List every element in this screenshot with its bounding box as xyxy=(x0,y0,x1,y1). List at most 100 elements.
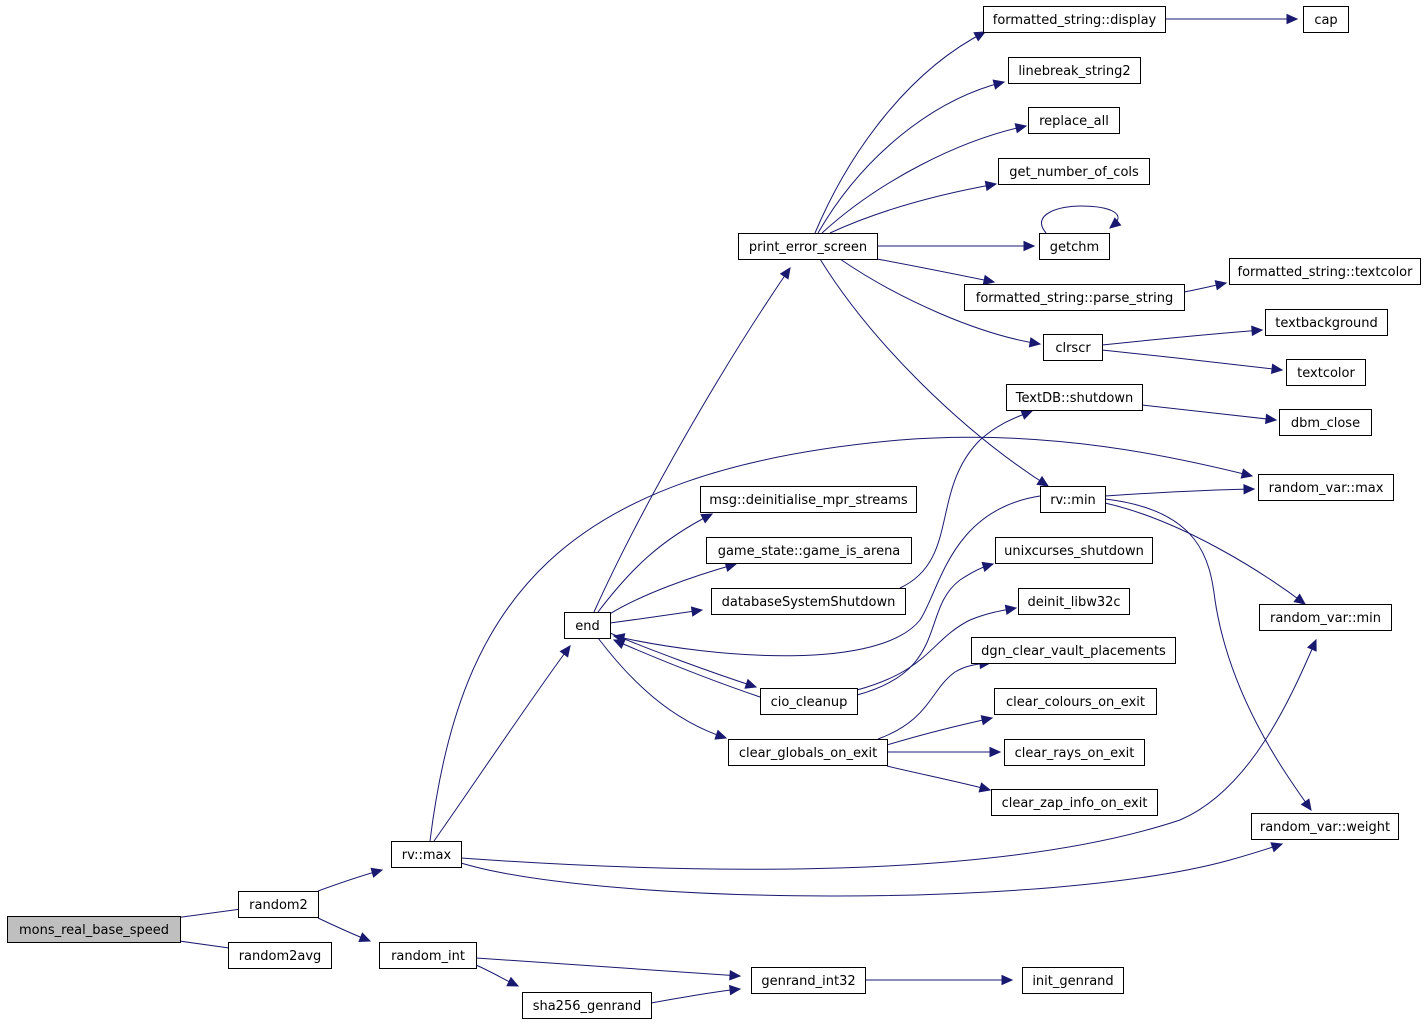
node-game-is-arena[interactable]: game_state::game_is_arena xyxy=(706,537,912,564)
node-deinit-libw32c[interactable]: deinit_libw32c xyxy=(1018,588,1130,615)
node-label: formatted_string::display xyxy=(993,13,1157,28)
node-unixcurses-shutdown[interactable]: unixcurses_shutdown xyxy=(995,537,1153,564)
node-clrscr[interactable]: clrscr xyxy=(1043,334,1103,361)
node-cio-cleanup[interactable]: cio_cleanup xyxy=(760,688,858,715)
node-box[interactable] xyxy=(991,789,1158,816)
edge-rv_min-to-end xyxy=(612,495,1041,657)
node-box[interactable] xyxy=(391,841,462,868)
edge-line xyxy=(886,717,993,746)
node-rvar-min[interactable]: random_var::min xyxy=(1259,604,1392,631)
node-clear-colours[interactable]: clear_colours_on_exit xyxy=(994,688,1157,715)
node-box[interactable] xyxy=(964,284,1185,311)
node-box[interactable] xyxy=(1006,384,1143,411)
node-box[interactable] xyxy=(994,688,1157,715)
node-box[interactable] xyxy=(1022,967,1124,994)
node-getchm[interactable]: getchm xyxy=(1039,233,1110,260)
node-mons-real-base-speed[interactable]: mons_real_base_speed xyxy=(7,916,181,943)
node-box[interactable] xyxy=(995,537,1153,564)
edge-getchm-to-getchm xyxy=(1041,205,1122,234)
node-box[interactable] xyxy=(1303,6,1349,33)
node-box[interactable] xyxy=(379,942,477,969)
arrowhead xyxy=(370,867,384,878)
node-textcolor[interactable]: textcolor xyxy=(1286,359,1366,386)
node-get-number-of-cols[interactable]: get_number_of_cols xyxy=(998,158,1150,185)
node-replace-all[interactable]: replace_all xyxy=(1028,107,1120,134)
node-rvar-weight[interactable]: random_var::weight xyxy=(1251,813,1399,840)
node-db-shutdown[interactable]: databaseSystemShutdown xyxy=(711,588,906,615)
node-box[interactable] xyxy=(728,739,888,766)
node-box[interactable] xyxy=(564,612,611,639)
edge-fs_parse_string-to-fs_textcolor xyxy=(1183,280,1228,293)
node-init-genrand[interactable]: init_genrand xyxy=(1022,967,1124,994)
node-textbackground[interactable]: textbackground xyxy=(1265,309,1388,336)
node-box[interactable] xyxy=(1279,409,1372,436)
node-end[interactable]: end xyxy=(564,612,611,639)
node-fs-textcolor[interactable]: formatted_string::textcolor xyxy=(1229,258,1421,285)
edge-rv_max-to-rvar_weight xyxy=(460,842,1284,897)
node-label: clrscr xyxy=(1055,341,1091,356)
node-random-int[interactable]: random_int xyxy=(379,942,477,969)
node-box[interactable] xyxy=(1018,588,1130,615)
node-box[interactable] xyxy=(1043,334,1103,361)
node-msg-deinit[interactable]: msg::deinitialise_mpr_streams xyxy=(700,486,917,513)
node-rv-min[interactable]: rv::min xyxy=(1040,486,1106,513)
node-box[interactable] xyxy=(983,6,1166,33)
node-clear-zap[interactable]: clear_zap_info_on_exit xyxy=(991,789,1158,816)
node-fs-parse-string[interactable]: formatted_string::parse_string xyxy=(964,284,1185,311)
edge-line xyxy=(460,639,1317,870)
node-box[interactable] xyxy=(1008,57,1141,84)
node-box[interactable] xyxy=(700,486,917,513)
node-genrand-int32[interactable]: genrand_int32 xyxy=(751,967,866,994)
edge-cio_cleanup-to-end xyxy=(612,639,761,698)
node-sha256-genrand[interactable]: sha256_genrand xyxy=(522,992,652,1019)
node-box[interactable] xyxy=(1265,309,1388,336)
node-box[interactable] xyxy=(1040,486,1106,513)
node-print-error-screen[interactable]: print_error_screen xyxy=(738,233,878,260)
node-box[interactable] xyxy=(1004,739,1145,766)
node-clear-globals[interactable]: clear_globals_on_exit xyxy=(728,739,888,766)
edge-line xyxy=(877,662,991,740)
arrowhead xyxy=(779,266,791,280)
arrowhead xyxy=(1251,325,1264,337)
node-box[interactable] xyxy=(711,588,906,615)
edge-print_error_screen-to-linebreak_string2 xyxy=(817,79,1006,234)
node-label: clear_zap_info_on_exit xyxy=(1002,796,1148,811)
node-dgn-clear[interactable]: dgn_clear_vault_placements xyxy=(971,637,1176,664)
node-random2[interactable]: random2 xyxy=(238,891,319,918)
node-box[interactable] xyxy=(1259,604,1392,631)
arrowhead xyxy=(714,729,728,740)
arrowhead xyxy=(744,678,758,689)
node-box[interactable] xyxy=(1028,107,1120,134)
node-label: clear_colours_on_exit xyxy=(1006,695,1145,710)
node-box[interactable] xyxy=(706,537,912,564)
node-box[interactable] xyxy=(998,158,1150,185)
node-random2avg[interactable]: random2avg xyxy=(228,942,332,969)
node-box[interactable] xyxy=(1286,359,1366,386)
node-linebreak-string2[interactable]: linebreak_string2 xyxy=(1008,57,1141,84)
node-label: sha256_genrand xyxy=(533,999,642,1014)
node-box[interactable] xyxy=(1229,258,1421,285)
node-box[interactable] xyxy=(738,233,878,260)
edge-line xyxy=(597,513,713,613)
node-rvar-max[interactable]: random_var::max xyxy=(1258,474,1394,501)
node-rv-max[interactable]: rv::max xyxy=(391,841,462,868)
node-box[interactable] xyxy=(7,916,181,943)
node-box[interactable] xyxy=(1258,474,1394,501)
edge-rv_min-to-rvar_min xyxy=(1104,502,1306,605)
node-box[interactable] xyxy=(1251,813,1399,840)
node-label: msg::deinitialise_mpr_streams xyxy=(709,493,908,508)
node-clear-rays[interactable]: clear_rays_on_exit xyxy=(1004,739,1145,766)
edge-print_error_screen-to-fs_display xyxy=(814,31,987,234)
node-box[interactable] xyxy=(760,688,858,715)
node-box[interactable] xyxy=(522,992,652,1019)
node-box[interactable] xyxy=(228,942,332,969)
node-box[interactable] xyxy=(971,637,1176,664)
node-textdb-shutdown[interactable]: TextDB::shutdown xyxy=(1006,384,1143,411)
node-box[interactable] xyxy=(1039,233,1110,260)
node-cap[interactable]: cap xyxy=(1303,6,1349,33)
node-box[interactable] xyxy=(238,891,319,918)
node-dbm-close[interactable]: dbm_close xyxy=(1279,409,1372,436)
node-fs-display[interactable]: formatted_string::display xyxy=(983,6,1166,33)
edge-line xyxy=(1104,498,1312,811)
node-box[interactable] xyxy=(751,967,866,994)
